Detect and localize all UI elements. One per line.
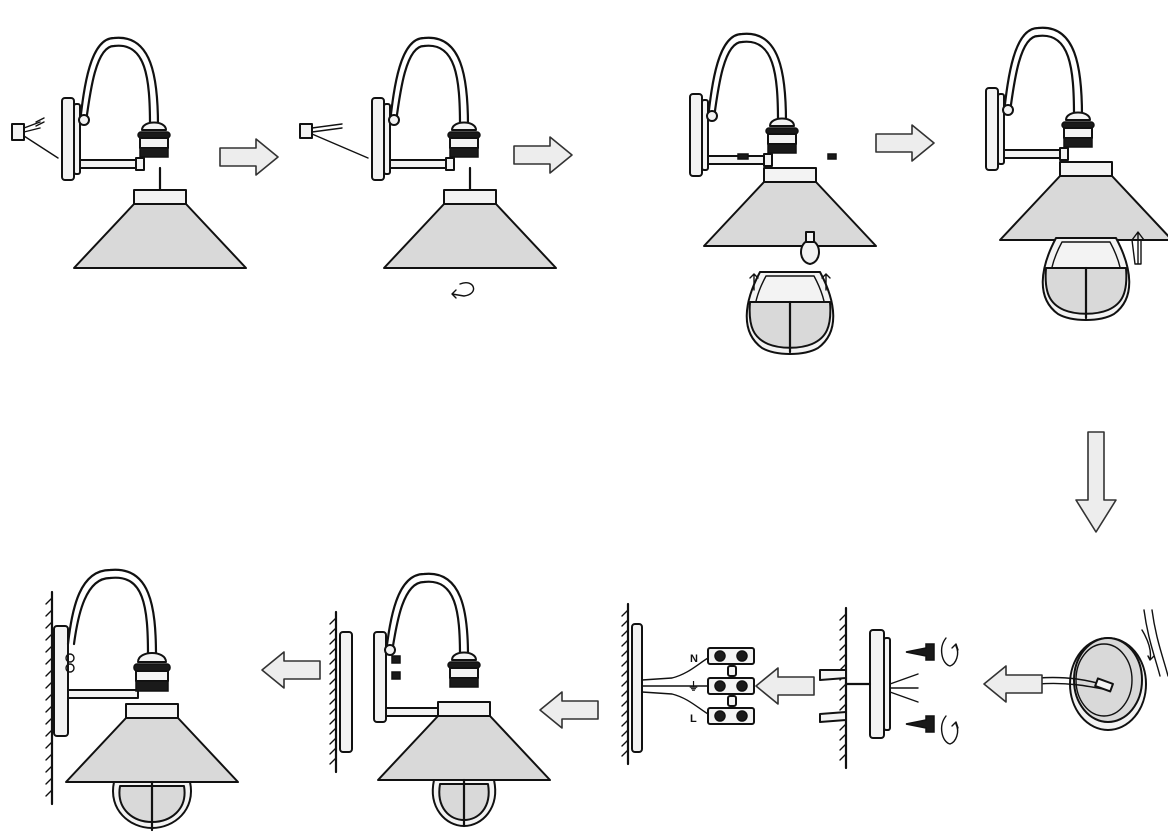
rotate-ccw-icon [451,282,475,299]
step-2-lamp-rotate-shade [299,36,557,299]
terminal-label-live: L [690,713,697,725]
connector-block [11,117,59,159]
arrow-left [983,665,1043,703]
step-7-terminal-wiring: N ⏚ L [620,602,755,766]
screws [905,643,935,733]
arrow-up-icon [1131,231,1145,265]
step-6-fix-backplate [819,606,959,770]
arrow-left [261,651,321,689]
arrow-right [875,124,935,162]
step-5-wall-box [1037,609,1168,731]
mounting-screws [65,653,75,673]
rotate-cw-icon [940,637,959,667]
step-4-push-globe-up [984,26,1168,322]
step-3-remove-globe-and-bulb [688,32,877,356]
terminal-label-earth: ⏚ [688,680,699,693]
step-9-assembled-lamp [45,568,239,832]
mounting-screws [391,655,401,680]
rotate-cw-icon [940,715,959,745]
arrow-right [219,138,279,176]
step-8-mount-lamp [328,572,551,828]
arrow-left [755,667,815,705]
terminal-block [707,647,755,725]
connector-block [299,123,369,159]
step-1-lamp-with-connector [11,36,247,269]
arrow-right [513,136,573,174]
arrow-down [1075,431,1117,533]
arrow-left [539,691,599,729]
terminal-label-neutral: N [690,653,698,665]
screws [737,153,837,160]
light-bulb [800,231,820,265]
